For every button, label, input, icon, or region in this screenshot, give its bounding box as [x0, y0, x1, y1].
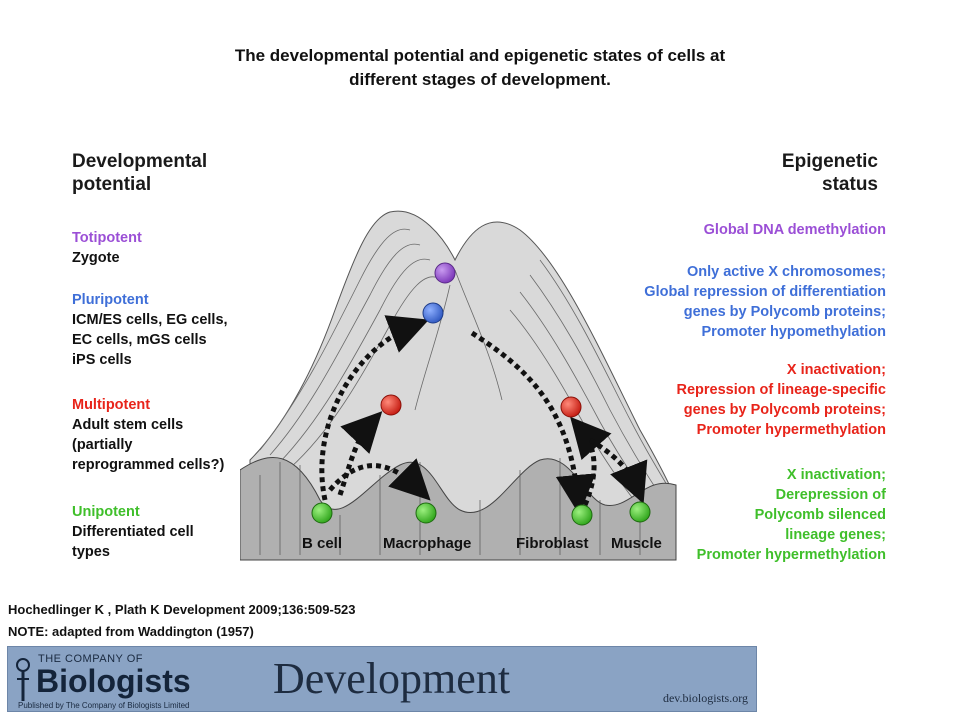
- multipotent-label: Multipotent: [72, 397, 151, 413]
- title-line-1: The developmental potential and epigenet…: [234, 46, 726, 65]
- totipotent-label: Totipotent: [72, 230, 142, 246]
- pluripotent-cell-blue: [422, 302, 444, 324]
- macrophage-green: [415, 502, 437, 524]
- label-muscle: Muscle: [611, 535, 662, 552]
- label-bcell: B cell: [302, 535, 342, 552]
- label-macrophage: Macrophage: [383, 535, 471, 552]
- journal-banner[interactable]: THE COMPANY OF Biologists Published by T…: [7, 646, 757, 712]
- biologists-logo-icon: [16, 658, 30, 701]
- multipotent-cell-red-left: [380, 394, 402, 416]
- arrow-bcell-to-multipotent: [337, 411, 383, 496]
- differentiation-arrows: [319, 315, 648, 515]
- citation: Hochedlinger K , Plath K Development 200…: [8, 602, 356, 617]
- epigenetic-status-header: Epigenetic status: [781, 151, 878, 195]
- status-red: X inactivation; Repression of lineage-sp…: [676, 362, 886, 438]
- pluripotent-block: Pluripotent ICM/ES cells, EG cells, EC c…: [72, 292, 228, 368]
- status-purple: Global DNA demethylation: [703, 222, 886, 238]
- multipotent-cell-red-right: [560, 396, 582, 418]
- bcell-green: [311, 502, 333, 524]
- arrow-fibroblast-to-multipotent: [570, 416, 612, 506]
- published-by-text: Published by The Company of Biologists L…: [18, 701, 190, 710]
- company-of-text: THE COMPANY OF: [38, 653, 143, 665]
- title-line-2: different stages of development.: [349, 70, 611, 89]
- fibroblast-green: [571, 504, 593, 526]
- page-title: The developmental potential and epigenet…: [150, 44, 810, 92]
- arrow-muscle-to-multipotent: [588, 437, 648, 504]
- zygote-cell-purple: [434, 262, 456, 284]
- biologists-wordmark: Biologists: [36, 663, 191, 699]
- arrow-bcell-to-macrophage: [328, 458, 431, 501]
- developmental-potential-header: Developmental potential: [72, 151, 208, 195]
- journal-url-link[interactable]: dev.biologists.org: [662, 691, 748, 705]
- status-blue: Only active X chromosomes; Global repres…: [644, 264, 886, 340]
- totipotent-block: Totipotent Zygote: [72, 230, 142, 266]
- unipotent-block: Unipotent Differentiated cell types: [72, 504, 194, 560]
- label-fibroblast: Fibroblast: [516, 535, 589, 552]
- journal-name: Development: [273, 654, 511, 703]
- pluripotent-label: Pluripotent: [72, 292, 149, 308]
- waddington-landscape: B cell Macrophage Fibroblast Muscle: [240, 210, 677, 561]
- arrow-pluripotent-to-fibroblast: [470, 330, 596, 515]
- multipotent-block: Multipotent Adult stem cells (partially …: [72, 397, 225, 473]
- status-green: X inactivation; Derepression of Polycomb…: [696, 467, 886, 563]
- note: NOTE: adapted from Waddington (1957): [8, 624, 254, 639]
- muscle-green: [629, 501, 651, 523]
- unipotent-label: Unipotent: [72, 504, 140, 520]
